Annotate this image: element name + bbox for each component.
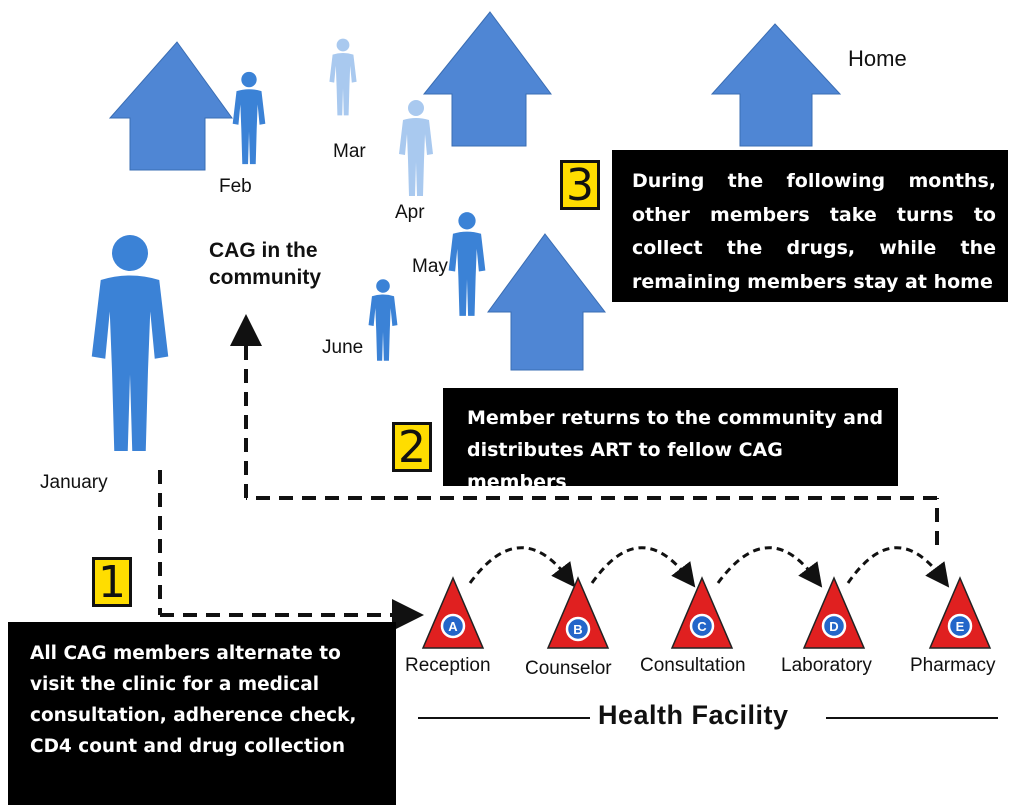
station-pharmacy: E	[928, 576, 992, 649]
step-3-text-box: During the following months, other membe…	[612, 150, 1008, 302]
person-icon-feb	[232, 71, 266, 165]
station-counselor: B	[546, 576, 610, 649]
station-label-consultation: Consultation	[640, 655, 746, 676]
step-number-badge-3: 3	[560, 160, 600, 210]
triangle-icon	[421, 576, 485, 649]
house-icon-may	[487, 233, 607, 371]
house-icon-apr	[422, 11, 552, 147]
station-flow-arrows	[468, 546, 950, 588]
month-label-january: January	[40, 472, 108, 493]
month-label-mar: Mar	[333, 141, 366, 162]
month-label-feb: Feb	[219, 176, 252, 197]
person-icon-apr	[399, 100, 433, 196]
step-1-text-box: All CAG members alternate to visit the c…	[8, 622, 396, 805]
house-icon-home	[710, 23, 842, 147]
person-icon-may	[448, 212, 486, 316]
month-label-june: June	[322, 337, 364, 358]
community-label: CAG in the community	[209, 239, 322, 289]
circle-icon	[440, 613, 466, 639]
station-letter: A	[448, 619, 458, 634]
station-consultation: C	[670, 576, 734, 649]
station-laboratory: D	[802, 576, 866, 649]
person-icon-june	[368, 279, 398, 361]
circle-icon	[689, 613, 715, 639]
station-label-laboratory: Laboratory	[781, 655, 872, 676]
facility-title: Health Facility	[598, 700, 789, 730]
home-label: Home	[848, 46, 907, 71]
step-2-text-box: Member returns to the community and dist…	[443, 388, 898, 493]
circle-icon	[565, 616, 591, 642]
station-label-reception: Reception	[405, 655, 491, 676]
station-label-counselor: Counselor	[525, 658, 612, 679]
triangle-icon	[670, 576, 734, 649]
triangle-icon	[928, 576, 992, 649]
circle-icon	[947, 613, 973, 639]
step-number-badge-2: 2	[392, 422, 432, 472]
circle-icon	[821, 613, 847, 639]
month-label-may: May	[412, 256, 448, 277]
flow-path	[158, 314, 939, 631]
person-icon-january	[91, 235, 169, 451]
station-letter: D	[829, 619, 838, 634]
step-number-badge-1: 1	[92, 557, 132, 607]
station-reception: A	[421, 576, 485, 649]
house-icon-feb	[108, 41, 233, 171]
station-letter: C	[697, 619, 707, 634]
person-icon-mar	[329, 38, 357, 116]
station-letter: B	[573, 622, 582, 637]
triangle-icon	[802, 576, 866, 649]
station-letter: E	[956, 619, 965, 634]
triangle-icon	[546, 576, 610, 649]
station-label-pharmacy: Pharmacy	[910, 655, 996, 676]
month-label-apr: Apr	[395, 202, 425, 223]
